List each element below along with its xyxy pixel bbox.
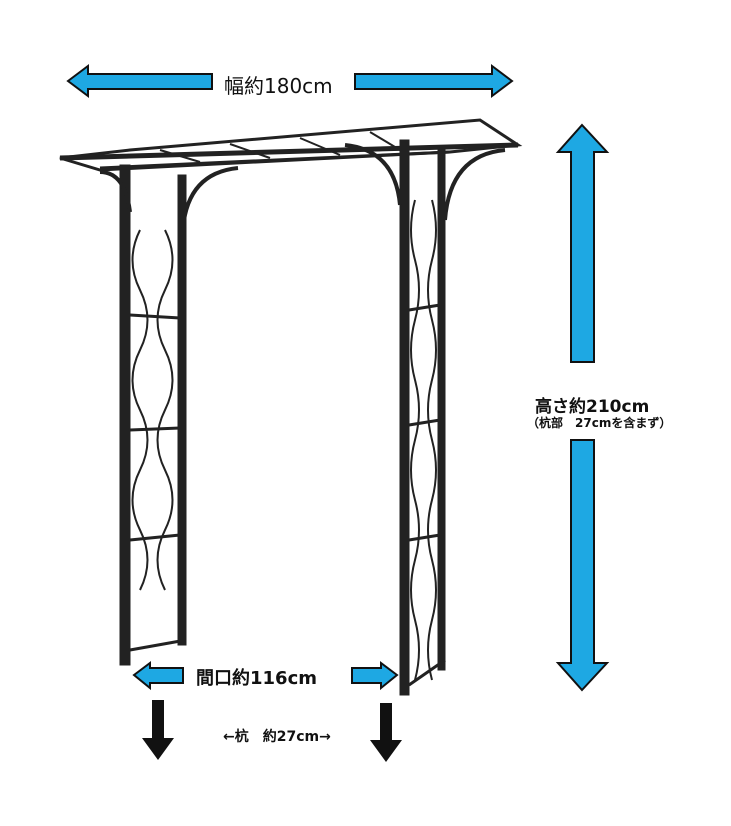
width-arrow-right: [354, 64, 514, 98]
stake-arrow-right: [370, 703, 402, 762]
opening-arrow-left: [132, 661, 184, 691]
left-post: [99, 164, 239, 666]
right-post: [344, 139, 506, 696]
garden-arch-illustration: [59, 118, 523, 696]
height-label: 高さ約210cm: [535, 397, 650, 417]
height-arrow-up: [555, 123, 610, 363]
stake-label: ←杭 約27cm→: [223, 729, 331, 745]
width-label: 幅約180cm: [224, 74, 333, 98]
stake-arrow-left: [142, 700, 174, 760]
width-arrow-left: [66, 64, 213, 98]
opening-label: 間口約116cm: [196, 668, 317, 689]
height-arrow-down: [555, 439, 610, 692]
height-note: （杭部 27cmを含まず）: [527, 416, 672, 430]
opening-arrow-right: [351, 661, 399, 691]
